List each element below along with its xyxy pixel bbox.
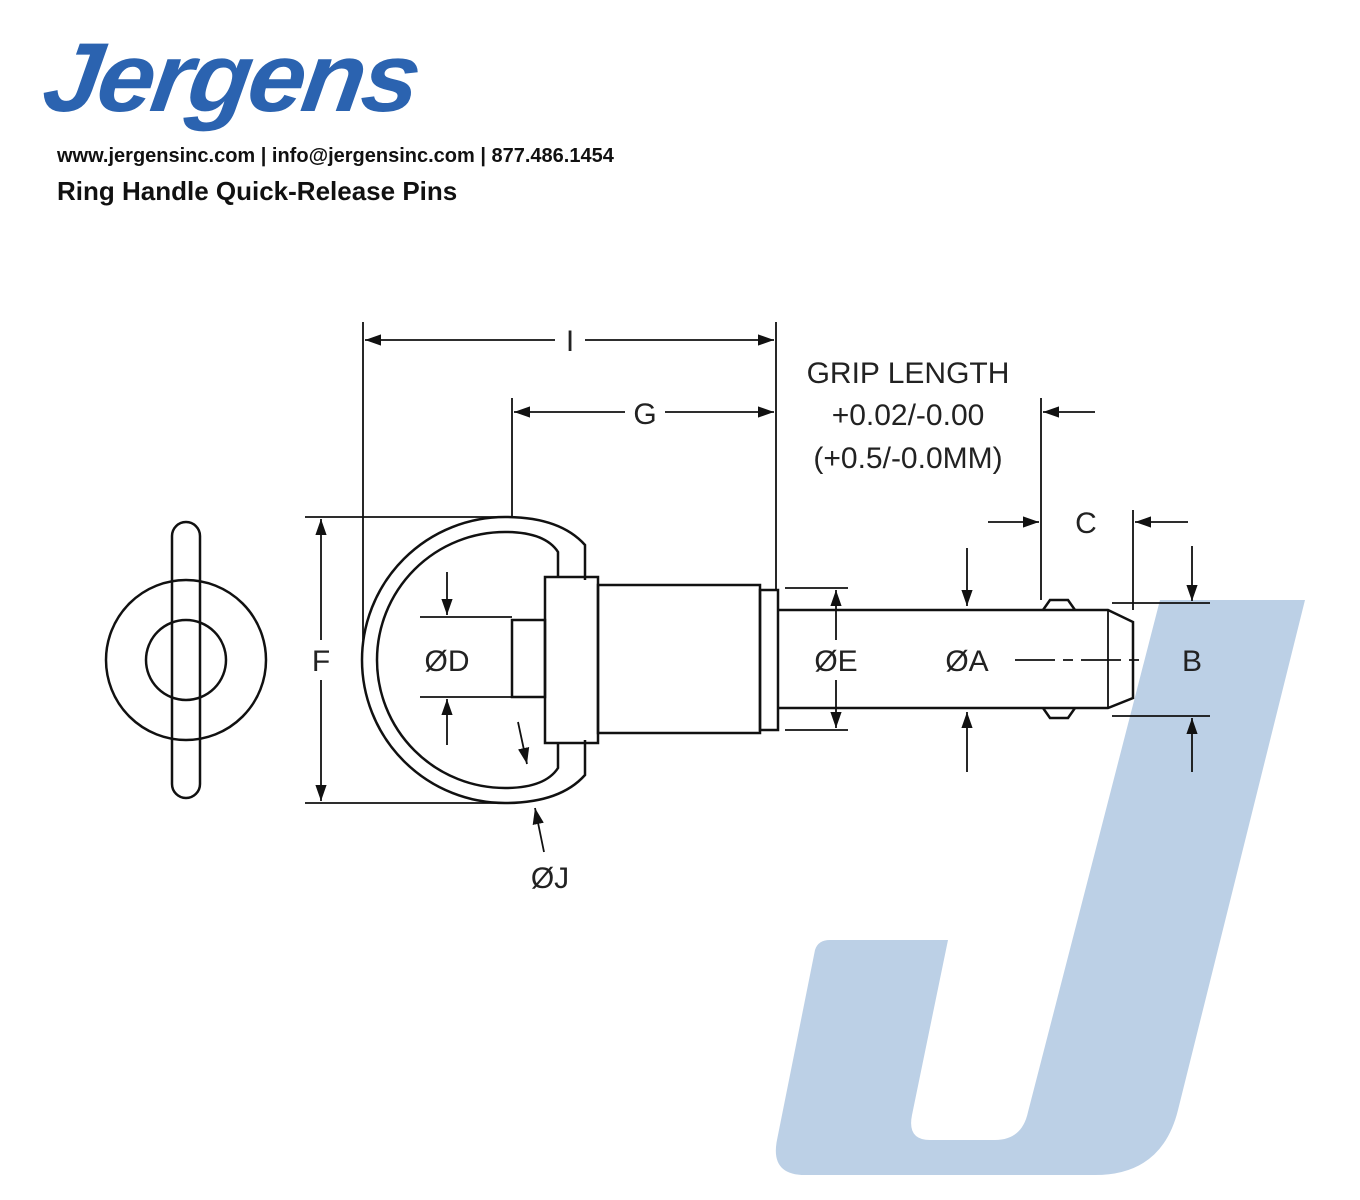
- watermark-j: [775, 600, 1305, 1175]
- label-a: ØA: [945, 645, 988, 678]
- label-i: I: [566, 325, 574, 358]
- dimension-labels: I G F ØD ØE ØA B C ØJ GRIP LENGTH +0.02/…: [312, 325, 1202, 895]
- ring-handle: [360, 515, 587, 805]
- jergens-logo: Jergens: [36, 22, 426, 132]
- label-d: ØD: [425, 645, 470, 678]
- page-title: Ring Handle Quick-Release Pins: [57, 176, 458, 206]
- end-view: [104, 520, 268, 800]
- grip-length-title: GRIP LENGTH: [807, 357, 1010, 390]
- label-b: B: [1182, 645, 1202, 678]
- contact-info: www.jergensinc.com | info@jergensinc.com…: [57, 145, 614, 167]
- label-e: ØE: [814, 645, 857, 678]
- dimensions: [305, 322, 1210, 853]
- label-j: ØJ: [531, 862, 569, 895]
- grip-length-tolerance-mm: (+0.5/-0.0MM): [813, 442, 1002, 475]
- grip-length-tolerance-in: +0.02/-0.00: [832, 399, 985, 432]
- pin-body: [543, 575, 1140, 745]
- label-g: G: [633, 398, 656, 431]
- label-c: C: [1075, 507, 1097, 540]
- label-f: F: [312, 645, 330, 678]
